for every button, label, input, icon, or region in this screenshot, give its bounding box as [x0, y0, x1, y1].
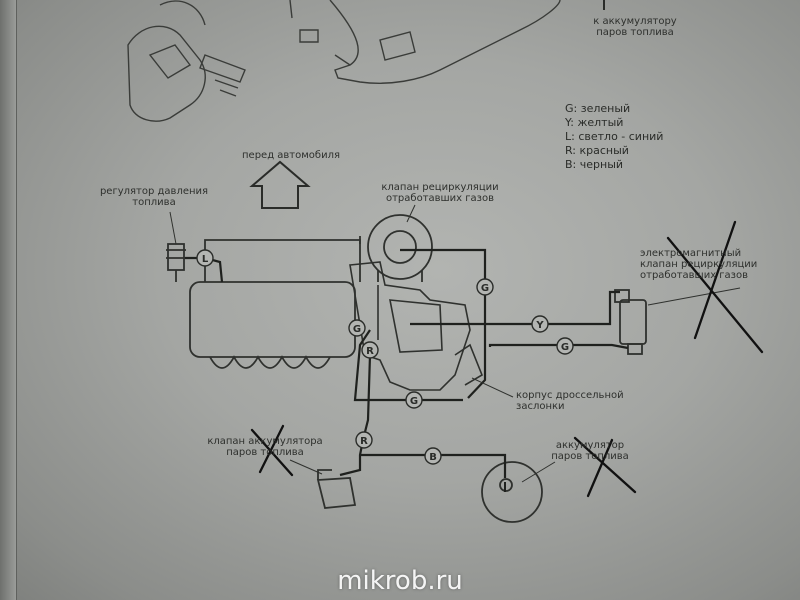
hose-tag-b: B	[424, 447, 442, 465]
label-throttle-line-1: корпус дроссельной	[516, 390, 624, 401]
label-fuel-regulator-line-1: регулятор давления	[99, 186, 209, 197]
svg-text:R: R	[366, 346, 374, 357]
label-egr-valve: клапан рециркуляции отработавших газов	[380, 182, 500, 204]
label-solenoid-line-3: отработавших газов	[640, 270, 749, 281]
fuel-accumulator-sketch	[481, 461, 543, 523]
cross-mark-accumulator-valve	[250, 424, 294, 477]
label-fuel-accumulator-line-1: аккумулятор	[555, 440, 625, 451]
svg-text:L: L	[202, 254, 209, 265]
label-vehicle-front: перед автомобиля	[242, 150, 340, 161]
label-to-accumulator: к аккумулятору паров топлива	[585, 16, 685, 38]
label-to-accumulator-line-2: паров топлива	[596, 27, 674, 38]
label-egr-valve-line-1: клапан рециркуляции	[381, 182, 499, 193]
watermark: mikrob.ru	[337, 566, 463, 596]
svg-text:B: B	[429, 452, 437, 463]
svg-text:G: G	[410, 396, 418, 407]
label-egr-valve-line-2: отработавших газов	[385, 193, 494, 204]
leader-lines	[169, 204, 741, 483]
label-accumulator-valve-line-2: паров топлива	[226, 447, 304, 458]
label-solenoid-line-2: клапан рециркуляции	[640, 259, 758, 270]
cross-mark-solenoid	[666, 220, 764, 354]
hose-tag-g-lower: G	[405, 391, 423, 409]
hose-tag-y: Y	[531, 315, 549, 333]
svg-text:G: G	[561, 342, 569, 353]
cross-mark-accumulator	[573, 436, 637, 498]
label-solenoid-line-1: электромагнитный	[640, 248, 742, 259]
label-fuel-regulator: регулятор давления топлива	[98, 186, 210, 208]
accumulator-valve-sketch	[316, 469, 357, 509]
front-arrow-icon	[249, 160, 311, 209]
label-to-accumulator-line-1: к аккумулятору	[593, 16, 677, 27]
engine-top-sketch	[127, 0, 561, 122]
svg-text:G: G	[481, 283, 489, 294]
fuel-regulator-sketch	[166, 243, 186, 282]
label-accumulator-valve-line-1: клапан аккумулятора	[207, 436, 323, 447]
hose-tag-l: L	[196, 249, 214, 267]
label-throttle-body: корпус дроссельной заслонки	[516, 390, 624, 412]
hose-tag-g-throttle: G	[348, 319, 366, 337]
label-accumulator-valve: клапан аккумулятора паров топлива	[200, 436, 330, 458]
label-fuel-accumulator: аккумулятор паров топлива	[540, 440, 640, 462]
solenoid-valve-sketch	[614, 289, 647, 355]
legend-yellow: Y: желтый	[565, 116, 624, 129]
legend-light-blue: L: светло - синий	[565, 130, 664, 143]
throttle-body-sketch	[349, 261, 483, 391]
hose-tag-r-upper: R	[361, 341, 379, 359]
label-fuel-accumulator-line-2: паров топлива	[551, 451, 629, 462]
label-fuel-regulator-line-2: топлива	[132, 197, 176, 208]
label-throttle-line-2: заслонки	[516, 401, 565, 412]
page-binding-edge	[0, 0, 17, 600]
intake-manifold-sketch	[189, 236, 361, 369]
egr-valve-sketch	[367, 214, 433, 282]
hose-tag-g-solenoid: G	[556, 337, 574, 355]
legend-black: B: черный	[565, 158, 624, 171]
legend-green: G: зеленый	[565, 102, 631, 115]
label-solenoid-valve: электромагнитный клапан рециркуляции отр…	[640, 248, 757, 281]
hose-tag-r-lower: R	[355, 431, 373, 449]
svg-text:G: G	[353, 324, 361, 335]
svg-text:R: R	[360, 436, 368, 447]
hose-tag-g-egr: G	[476, 278, 494, 296]
legend-red: R: красный	[565, 144, 629, 157]
svg-text:Y: Y	[535, 320, 544, 331]
